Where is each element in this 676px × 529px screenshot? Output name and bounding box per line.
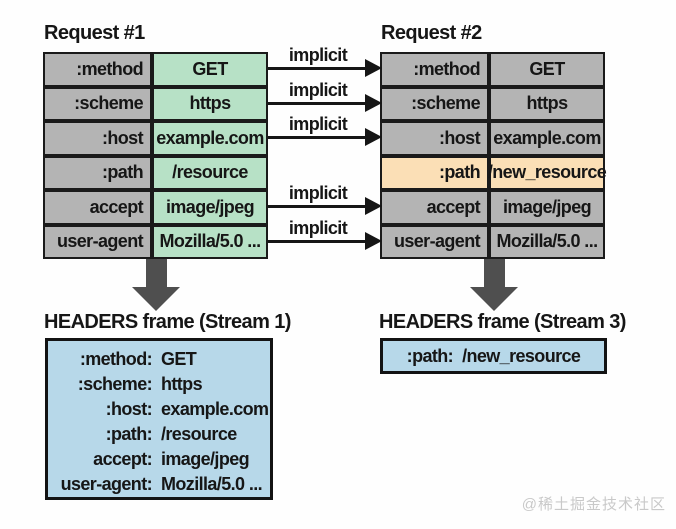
header-name-cell: :host [380, 121, 489, 156]
table-row: accept image/jpeg [380, 190, 605, 225]
arrow-head-icon [365, 232, 382, 250]
down-arrow-head [132, 287, 180, 311]
implicit-arrow-label: implicit [288, 45, 348, 65]
table-row: accept image/jpeg [43, 190, 268, 225]
arrow-line [268, 205, 366, 208]
frame-entry-value: https [161, 374, 203, 394]
frame-entry: user-agent: Mozilla/5.0 ... [48, 472, 270, 497]
implicit-arrow-label: implicit [288, 80, 348, 100]
implicit-arrow: implicit [268, 40, 382, 77]
table-row: :method GET [43, 52, 268, 87]
table-row: user-agent Mozilla/5.0 ... [43, 224, 268, 259]
header-value-cell: GET [489, 52, 605, 87]
header-value-cell: example.com [152, 121, 268, 156]
header-name-cell: :scheme [380, 86, 489, 121]
table-row: :path /resource [43, 155, 268, 190]
header-name-cell: user-agent [43, 224, 152, 259]
arrow-head-icon [365, 197, 382, 215]
frame-entry: :host: example.com [48, 397, 270, 422]
frame-entry-value: Mozilla/5.0 ... [161, 474, 263, 494]
header-name-cell: :method [380, 52, 489, 87]
header-value-cell: GET [152, 52, 268, 87]
header-value-cell: Mozilla/5.0 ... [152, 224, 268, 259]
frame-entry-label: :path: [406, 345, 454, 366]
header-value-cell: image/jpeg [152, 190, 268, 225]
arrow-head-icon [365, 94, 382, 112]
frame-entry: :method: GET [48, 347, 270, 372]
frame-entry: accept: image/jpeg [48, 447, 270, 472]
frame-entry-label: :path: [105, 424, 153, 444]
frame-entry-label: accept: [93, 449, 152, 469]
header-name-cell: :path [43, 155, 152, 190]
table-row: :scheme https [43, 86, 268, 121]
header-name-cell: :host [43, 121, 152, 156]
frame-entry: :path: /new_resource [407, 344, 581, 369]
header-value-cell: https [152, 86, 268, 121]
down-arrow-shaft [483, 259, 505, 287]
header-name-cell: :scheme [43, 86, 152, 121]
header-value-cell: https [489, 86, 605, 121]
implicit-arrow: implicit [268, 213, 382, 250]
frame-entry-value: image/jpeg [161, 449, 250, 469]
table-row: :host example.com [380, 121, 605, 156]
headers-frame-stream3: :path: /new_resource [380, 338, 607, 374]
request1-table: :method GET :scheme https :host example.… [43, 52, 268, 259]
table-row: :method GET [380, 52, 605, 87]
request2-title: Request #2 [381, 22, 482, 44]
table-row-highlighted: :path /new_resource [380, 155, 607, 190]
down-arrow-shaft [145, 259, 167, 287]
header-value-cell: image/jpeg [489, 190, 605, 225]
frame-entry-label: :host: [105, 399, 153, 419]
frame-entry-value: GET [161, 349, 197, 369]
arrow-line [268, 136, 366, 139]
table-row: :scheme https [380, 86, 605, 121]
frame2-title: HEADERS frame (Stream 3) [379, 311, 626, 333]
arrow-line [268, 67, 366, 70]
header-name-cell: accept [43, 190, 152, 225]
down-arrow-head [470, 287, 518, 311]
table-row: user-agent Mozilla/5.0 ... [380, 224, 605, 259]
request2-table: :method GET :scheme https :host example.… [380, 52, 607, 259]
frame-entry: :path: /resource [48, 422, 270, 447]
arrow-line [268, 102, 366, 105]
frame-entry-label: user-agent: [60, 474, 153, 494]
frame-entry: :scheme: https [48, 372, 270, 397]
header-name-cell: user-agent [380, 224, 489, 259]
arrow-head-icon [365, 128, 382, 146]
table-row: :host example.com [43, 121, 268, 156]
implicit-arrow-label: implicit [288, 114, 348, 134]
frame-entry-label: :method: [79, 349, 153, 369]
arrow-line [268, 240, 366, 243]
implicit-arrow: implicit [268, 178, 382, 215]
arrow-head-icon [365, 59, 382, 77]
header-value-cell: /resource [152, 155, 268, 190]
frame-entry-value: /resource [161, 424, 237, 444]
implicit-arrow-label: implicit [288, 218, 348, 238]
header-name-cell: :path [380, 155, 489, 190]
implicit-arrow: implicit [268, 75, 382, 112]
frame-entry-value: /new_resource [462, 345, 581, 366]
frame-entry-label: :scheme: [77, 374, 153, 394]
implicit-arrow-label: implicit [288, 183, 348, 203]
watermark: @稀土掘金技术社区 [521, 496, 666, 513]
header-name-cell: :method [43, 52, 152, 87]
down-arrow-icon [470, 259, 518, 311]
down-arrow-icon [132, 259, 180, 311]
frame-entry-value: example.com [161, 399, 269, 419]
header-value-cell: example.com [489, 121, 605, 156]
header-value-cell: /new_resource [488, 155, 607, 190]
frame1-title: HEADERS frame (Stream 1) [44, 311, 291, 333]
request1-title: Request #1 [44, 22, 145, 44]
headers-frame-stream1: :method: GET :scheme: https :host: examp… [45, 338, 273, 500]
implicit-arrow: implicit [268, 109, 382, 146]
header-value-cell: Mozilla/5.0 ... [489, 224, 605, 259]
header-name-cell: accept [380, 190, 489, 225]
